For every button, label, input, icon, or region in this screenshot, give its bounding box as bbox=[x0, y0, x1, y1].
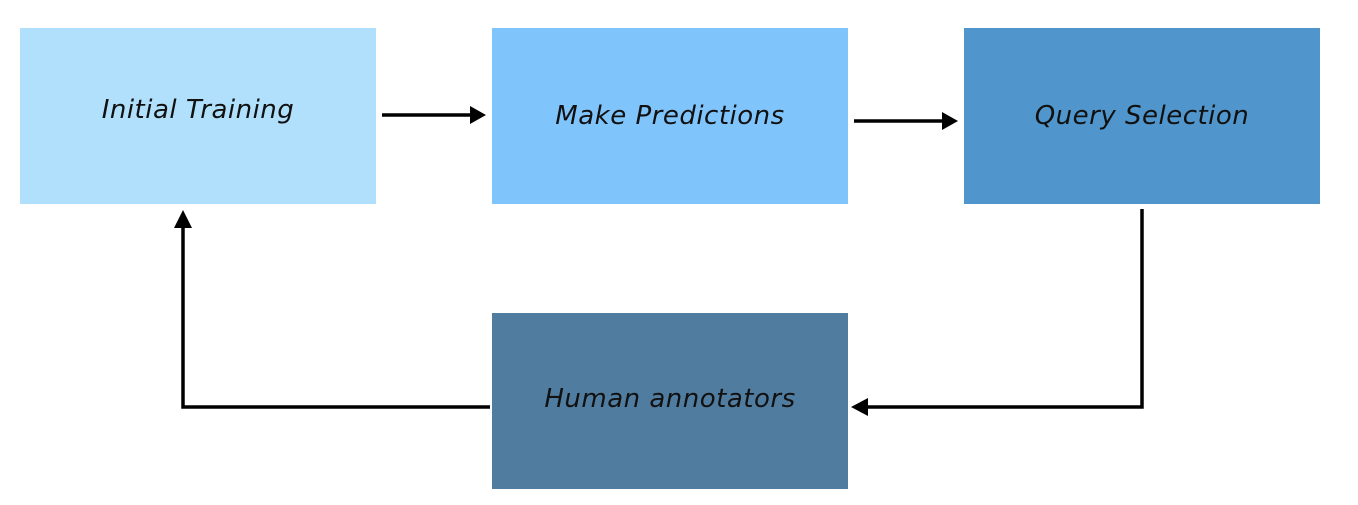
node-human-annotators: Human annotators bbox=[492, 313, 848, 489]
node-make-predictions: Make Predictions bbox=[492, 28, 848, 204]
node-query-selection: Query Selection bbox=[964, 28, 1320, 204]
node-initial-training-label: Initial Training bbox=[101, 95, 295, 125]
edge-make-predictions-to-query-selection bbox=[854, 112, 958, 130]
edge-human-annotators-to-initial-training bbox=[174, 210, 490, 409]
edge-query-selection-to-human-annotators bbox=[851, 209, 1144, 416]
node-query-selection-label: Query Selection bbox=[1034, 101, 1250, 131]
node-human-annotators-label: Human annotators bbox=[544, 384, 796, 414]
node-initial-training: Initial Training bbox=[20, 28, 376, 204]
node-make-predictions-label: Make Predictions bbox=[555, 101, 785, 131]
edge-initial-training-to-make-predictions bbox=[382, 106, 486, 124]
